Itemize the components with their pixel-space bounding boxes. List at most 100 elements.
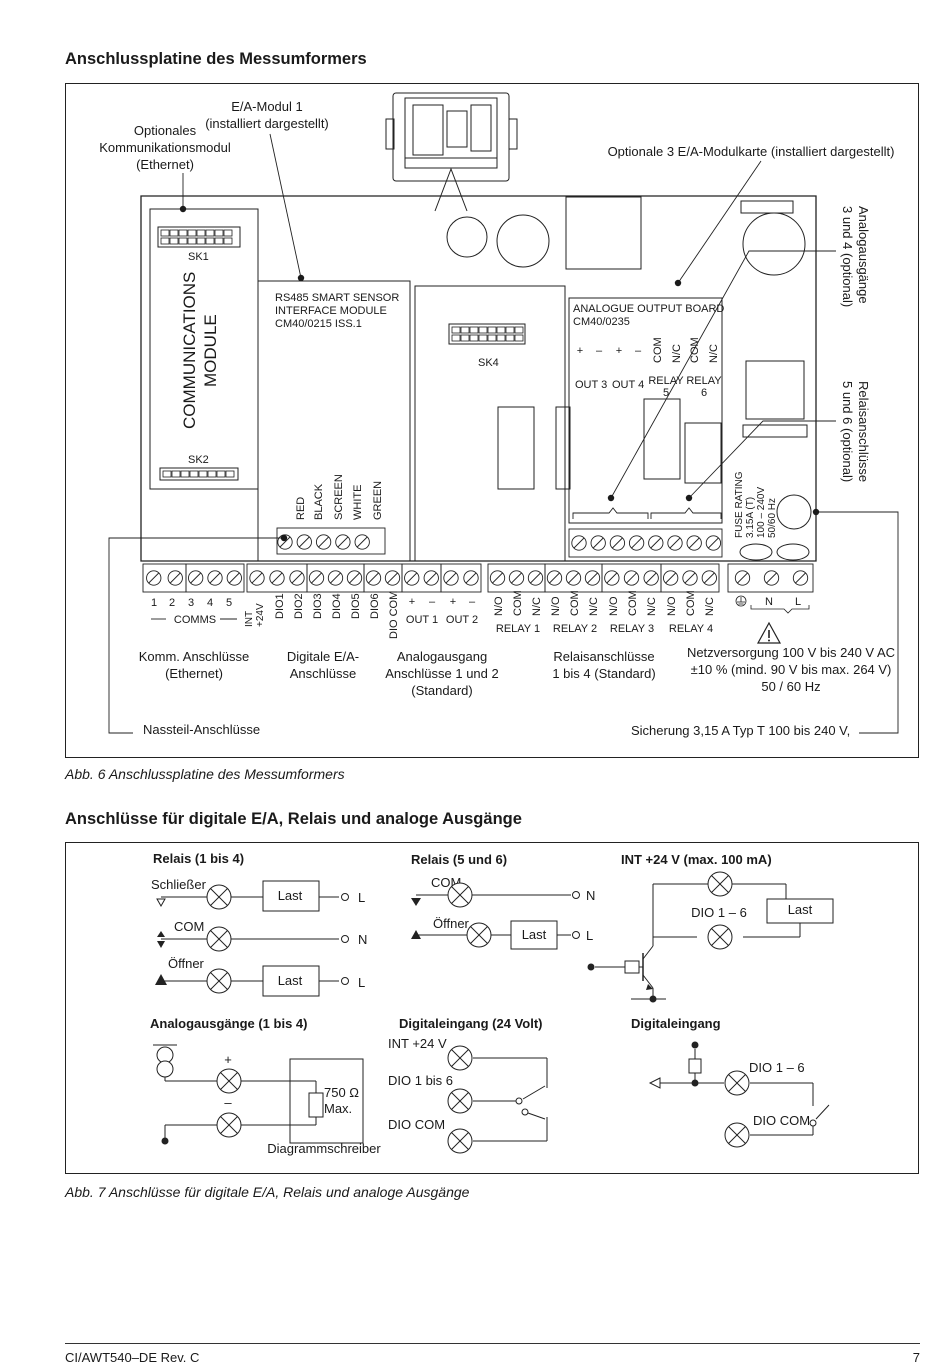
sicherung-label: Sicherung 3,15 A Typ T 100 bis 240 V,: [631, 723, 850, 738]
callout-opt3: Optionale 3 E/A-Modulkarte (installiert …: [608, 144, 895, 159]
comms-num-1: 1: [151, 597, 157, 609]
relais14-com: COM: [174, 919, 204, 934]
wet-side-terminal-screw: [354, 534, 370, 550]
diginput24-title: Digitaleingang (24 Volt): [399, 1016, 543, 1031]
aob-pin-7: COM: [689, 337, 701, 363]
relais56-title: Relais (5 und 6): [411, 852, 507, 867]
terminal-screw: [269, 570, 285, 586]
relais14-l1: L: [358, 890, 365, 905]
relay-pin-label: COM: [685, 590, 697, 616]
power-l-label: L: [795, 596, 801, 608]
group-komm-2: (Ethernet): [165, 666, 223, 681]
dio-int24-b: +24V: [255, 603, 266, 627]
terminal-screw: [423, 570, 439, 586]
relay-pin-label: N/O: [493, 596, 505, 616]
group-net-1: Netzversorgung 100 V bis 240 V AC: [687, 645, 895, 660]
fig6-heading: Anschlussplatine des Messumformers: [65, 50, 367, 68]
terminal-screw: [308, 570, 325, 586]
comms-num-2: 2: [169, 597, 175, 609]
aob-pin-3: +: [616, 345, 622, 357]
group-dig-2: Anschlüsse: [290, 666, 356, 681]
comms-num-3: 3: [188, 597, 194, 609]
option-board-terminal-screw: [628, 535, 645, 551]
sk4-label: SK4: [478, 357, 499, 369]
terminal-screw: [792, 570, 809, 586]
footer-doc-id: CI/AWT540–DE Rev. C: [65, 1350, 200, 1365]
terminal-screw: [682, 570, 698, 586]
callout-analog34-1: Analogausgänge: [856, 206, 871, 304]
footer-rule: [65, 1343, 920, 1344]
group-rel-1: Relaisanschlüsse: [553, 649, 654, 664]
aob-pin-2: –: [596, 345, 603, 357]
wet-side-terminal-screw: [315, 534, 332, 550]
fuse-label-3: 100 – 240V: [756, 487, 767, 538]
terminal-screw: [443, 570, 459, 586]
terminal-screw: [249, 570, 265, 586]
wire-black: BLACK: [313, 483, 325, 520]
terminal-screw: [527, 570, 544, 586]
footer-page-number: 7: [912, 1350, 920, 1365]
terminal-screw: [327, 570, 344, 586]
option-board-terminal-screw: [590, 535, 606, 551]
fig6-caption: Abb. 6 Anschlussplatine des Messumformer…: [65, 766, 345, 782]
wire-screen: SCREEN: [333, 474, 345, 520]
callout-comm-1: Optionales: [134, 123, 197, 138]
wet-side-terminal-screw: [335, 534, 351, 550]
relay-pin-label: N/C: [646, 597, 658, 616]
terminal-screw: [565, 570, 582, 586]
terminal-screw: [763, 570, 780, 586]
callout-ea-1: E/A-Modul 1: [231, 99, 303, 114]
relay-pin-label: COM: [627, 590, 639, 616]
terminal-screw: [734, 570, 751, 586]
fig7-caption: Abb. 7 Anschlüsse für digitale E/A, Rela…: [65, 1184, 470, 1200]
group-dig-1: Digitale E/A-: [287, 649, 359, 664]
warning-icon: [756, 621, 782, 644]
relay5-label-a: RELAY: [648, 375, 684, 387]
terminal-screw: [188, 570, 204, 586]
relais14-l2: L: [358, 975, 365, 990]
dio2-label: DIO2: [293, 593, 305, 619]
terminal-screw: [604, 570, 620, 586]
group-ana-1: Analogausgang: [397, 649, 487, 664]
wiring-examples-diagram: Relais (1 bis 4) Schließer COM Öffner La…: [150, 851, 834, 1156]
rs485-label-3: CM40/0215 ISS.1: [275, 318, 362, 330]
relay2-label: RELAY 2: [553, 623, 597, 635]
dio1-label: DIO1: [274, 593, 286, 619]
aob-label-1: ANALOGUE OUTPUT BOARD: [573, 303, 724, 315]
fig7-frame: Relais (1 bis 4) Schließer COM Öffner La…: [65, 842, 919, 1174]
relais56-l: L: [586, 928, 593, 943]
aob-pin-6: N/C: [671, 344, 683, 363]
group-net-2: ±10 % (mind. 90 V bis max. 264 V): [691, 662, 892, 677]
fuse-label-1: FUSE RATING: [734, 471, 745, 538]
analog-title: Analogausgänge (1 bis 4): [150, 1016, 307, 1031]
diginput-com: DIO COM: [753, 1113, 810, 1128]
sk1-label: SK1: [188, 251, 209, 263]
dio6-label: DIO6: [369, 593, 381, 619]
diginput24-int: INT +24 V: [388, 1036, 447, 1051]
wet-side-terminal-screw: [277, 534, 293, 550]
sk1-connector: [160, 229, 524, 478]
terminal-screw: [289, 570, 305, 586]
diginput-title: Digitaleingang: [631, 1016, 721, 1031]
analog-recorder: Diagrammschreiber: [267, 1141, 381, 1156]
terminal-screw: [404, 570, 420, 586]
callout-comm-3: (Ethernet): [136, 157, 194, 172]
relais14-last1: Last: [278, 888, 303, 903]
option-board-terminal-screw: [571, 535, 587, 551]
option-board-terminal-screw: [648, 535, 664, 551]
analog-sign-4: –: [469, 596, 476, 608]
terminal-screw: [623, 570, 640, 586]
relay-pin-label: COM: [569, 590, 581, 616]
diginput24-com: DIO COM: [388, 1117, 445, 1132]
relais14-schliesser: Schließer: [151, 877, 207, 892]
group-komm-1: Komm. Anschlüsse: [139, 649, 250, 664]
out4-label: OUT 4: [612, 379, 644, 391]
terminal-screw: [226, 570, 242, 586]
terminal-screw: [384, 570, 401, 586]
earth-icon: [735, 595, 747, 607]
option-board-terminal-screw: [705, 535, 722, 551]
group-rel-2: 1 bis 4 (Standard): [552, 666, 655, 681]
aob-pin-4: –: [635, 345, 642, 357]
terminal-screw: [463, 570, 479, 586]
rs485-label-2: INTERFACE MODULE: [275, 305, 387, 317]
